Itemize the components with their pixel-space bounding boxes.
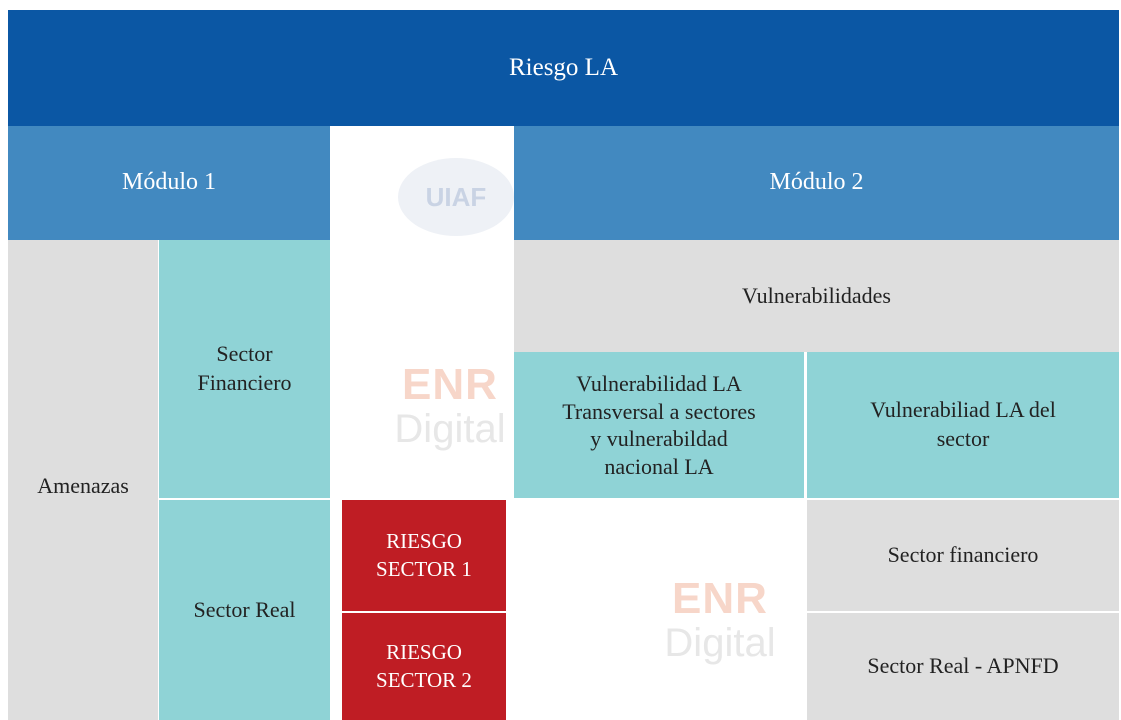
module-2-header: Módulo 2 bbox=[514, 126, 1119, 240]
sector-financiero-right-cell: Sector financiero bbox=[807, 500, 1119, 611]
vulnerabilidad-transversal-cell: Vulnerabilidad LA Transversal a sectores… bbox=[514, 352, 804, 498]
sector-real-apnfd-cell: Sector Real - APNFD bbox=[807, 613, 1119, 720]
riesgo-sector-2-cell: RIESGO SECTOR 2 bbox=[342, 613, 506, 720]
riesgo-sector-1-cell: RIESGO SECTOR 1 bbox=[342, 500, 506, 611]
module-1-header: Módulo 1 bbox=[8, 126, 330, 240]
sector-financiero-cell: Sector Financiero bbox=[159, 240, 330, 498]
riesgo-la-header: Riesgo LA bbox=[8, 10, 1119, 126]
enr-digital-watermark-2: ENR Digital bbox=[664, 574, 776, 666]
enr-digital-watermark: ENR Digital bbox=[394, 360, 506, 452]
amenazas-cell: Amenazas bbox=[8, 240, 158, 720]
vulnerabilidad-sector-cell: Vulnerabiliad LA del sector bbox=[807, 352, 1119, 498]
vulnerabilidades-cell: Vulnerabilidades bbox=[514, 240, 1119, 352]
sector-real-cell: Sector Real bbox=[159, 500, 330, 720]
uiaf-logo-watermark: UIAF bbox=[398, 158, 514, 236]
